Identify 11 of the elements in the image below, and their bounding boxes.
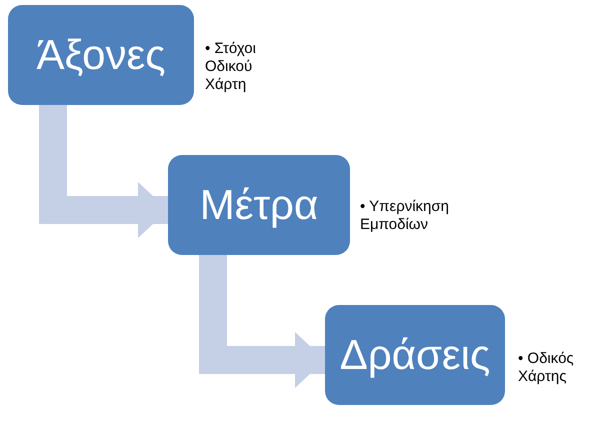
box-label: Μέτρα [200,181,318,229]
box-label: Δράσεις [340,331,490,379]
bullet-note: • Υπερνίκηση Εμποδίων [360,198,450,234]
process-box [325,305,505,405]
arrow [39,105,168,238]
bullet-note: • Στόχοι Οδικού Χάρτη [205,40,257,94]
bullet-note: • Οδικός Χάρτης [518,350,575,386]
box-label: Άξονες [36,31,166,79]
process-box [168,155,350,255]
arrow [199,255,325,388]
process-box [8,5,194,105]
